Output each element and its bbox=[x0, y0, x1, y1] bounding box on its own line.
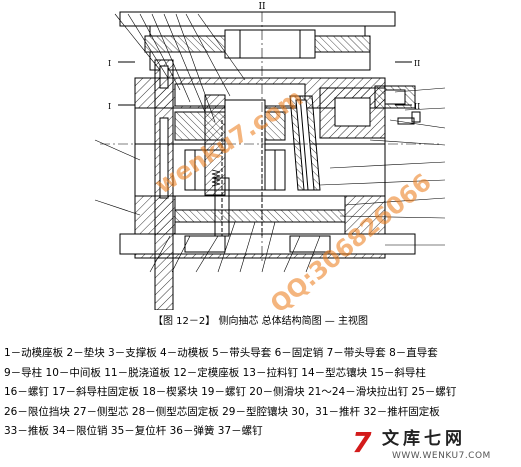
core-insert bbox=[204, 94, 321, 196]
leader-lines-bottom bbox=[149, 221, 321, 273]
figure-caption: 【图 12－2】 侧向抽芯 总体结构简图 — 主视图 bbox=[153, 316, 368, 327]
site-logo[interactable]: 7 文库七网 WWW.WENKU7.COM bbox=[352, 428, 518, 464]
legend-line: 26－限位挡块 27－侧型芯 28－侧型芯固定板 29－型腔镶块 30，31－推… bbox=[4, 405, 440, 418]
section-label-left-1: I bbox=[108, 59, 111, 68]
section-label-right-2: II bbox=[414, 102, 420, 111]
side-slider-assembly bbox=[319, 85, 421, 139]
legend-line: 16－螺钉 17－斜导柱固定板 18－楔紧块 19－螺钉 20－侧滑块 21～2… bbox=[4, 386, 457, 398]
legend-line: 33－推板 34－限位销 35－复位杆 36－弹簧 37－螺钉 bbox=[4, 425, 263, 437]
legend-line: 1－动模座板 2－垫块 3－支撑板 4－动模板 5－带头导套 6－固定销 7－带… bbox=[4, 347, 438, 359]
moving-clamp-plate bbox=[119, 233, 416, 259]
fixed-clamp-plate bbox=[119, 11, 396, 71]
part-legend: 1－动模座板 2－垫块 3－支撑板 4－动模板 5－带头导套 6－固定销 7－带… bbox=[4, 344, 521, 442]
leader-lines-right bbox=[319, 87, 446, 246]
section-markers bbox=[118, 61, 412, 106]
section-label-left-2: I bbox=[108, 102, 111, 111]
leader-lines-left bbox=[94, 13, 246, 216]
logo-url: WWW.WENKU7.COM bbox=[392, 451, 491, 461]
section-label-right-1: II bbox=[414, 59, 420, 68]
ejector-section bbox=[134, 120, 386, 237]
section-mark-top: II bbox=[258, 2, 266, 12]
logo-mark: 7 bbox=[352, 426, 372, 459]
logo-title: 文库七网 bbox=[382, 429, 466, 449]
mold-assembly-drawing: II bbox=[94, 2, 446, 310]
centre-lines bbox=[100, 12, 440, 262]
legend-line: 9－导柱 10－中间板 11－脱浇道板 12－定模座板 13－拉料钉 14－型芯… bbox=[4, 366, 426, 379]
